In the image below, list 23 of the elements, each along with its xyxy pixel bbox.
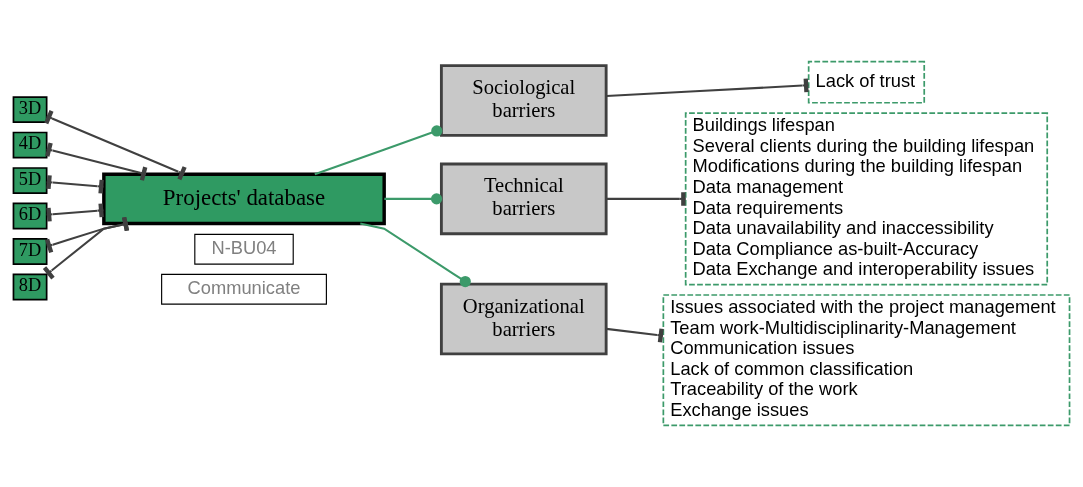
node-box: Buildings lifespan Several clients during the building lifespan Modifications during the building lifespan Data management Data requirements Data unavailability and inaccessibility Data Compliance as-built-Accuracy Data Exchange and interoperability issues — [684, 112, 1049, 286]
node-box: 8D — [12, 273, 48, 301]
connector — [314, 125, 443, 176]
node-box: Issues associated with the project management Team work-Multidisciplinarity-Management Communication issues Lack of common classification Traceability of the work Exchange issues — [662, 294, 1071, 427]
node-box: 3D — [12, 96, 48, 124]
node-box: 7D — [12, 238, 48, 265]
node-box: Lack of trust — [807, 60, 926, 104]
node-box: 4D — [12, 131, 48, 159]
node-box: N-BU04 — [194, 233, 294, 265]
node-box: Sociological barriers — [439, 64, 608, 137]
connector — [42, 216, 130, 280]
node-box: Organizational barriers — [439, 282, 608, 356]
connector — [606, 327, 664, 343]
node-box: 5D — [12, 167, 48, 194]
connector — [45, 216, 130, 253]
node-box: Technical barriers — [439, 162, 608, 236]
connector — [360, 222, 471, 288]
node-box: 6D — [12, 202, 48, 230]
connector — [44, 110, 187, 181]
node-box: Communicate — [161, 273, 327, 305]
connector — [606, 192, 686, 206]
connector — [45, 142, 148, 181]
connector — [384, 193, 443, 205]
